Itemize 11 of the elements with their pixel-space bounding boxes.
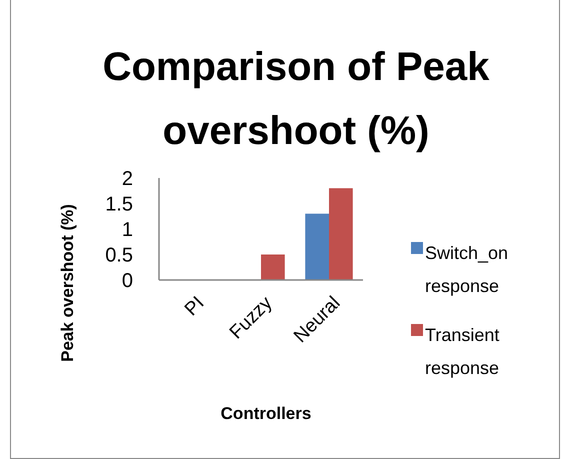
y-tick-label: 2 xyxy=(122,168,133,190)
y-tick-label: 1 xyxy=(122,219,133,241)
y-tick-label: 0.5 xyxy=(105,244,133,266)
chart-title: Comparison of Peak overshoot (%) xyxy=(102,44,490,155)
legend-label: Switch_on response xyxy=(425,242,510,298)
y-tick-label: 0 xyxy=(122,270,133,292)
y-tick-label: 1.5 xyxy=(105,194,133,216)
legend-label: Transient response xyxy=(425,324,500,380)
x-axis-title: Controllers xyxy=(220,404,312,424)
y-axis-title: Peak overshoot (%) xyxy=(58,204,77,362)
x-tick-label: PI xyxy=(181,292,209,320)
